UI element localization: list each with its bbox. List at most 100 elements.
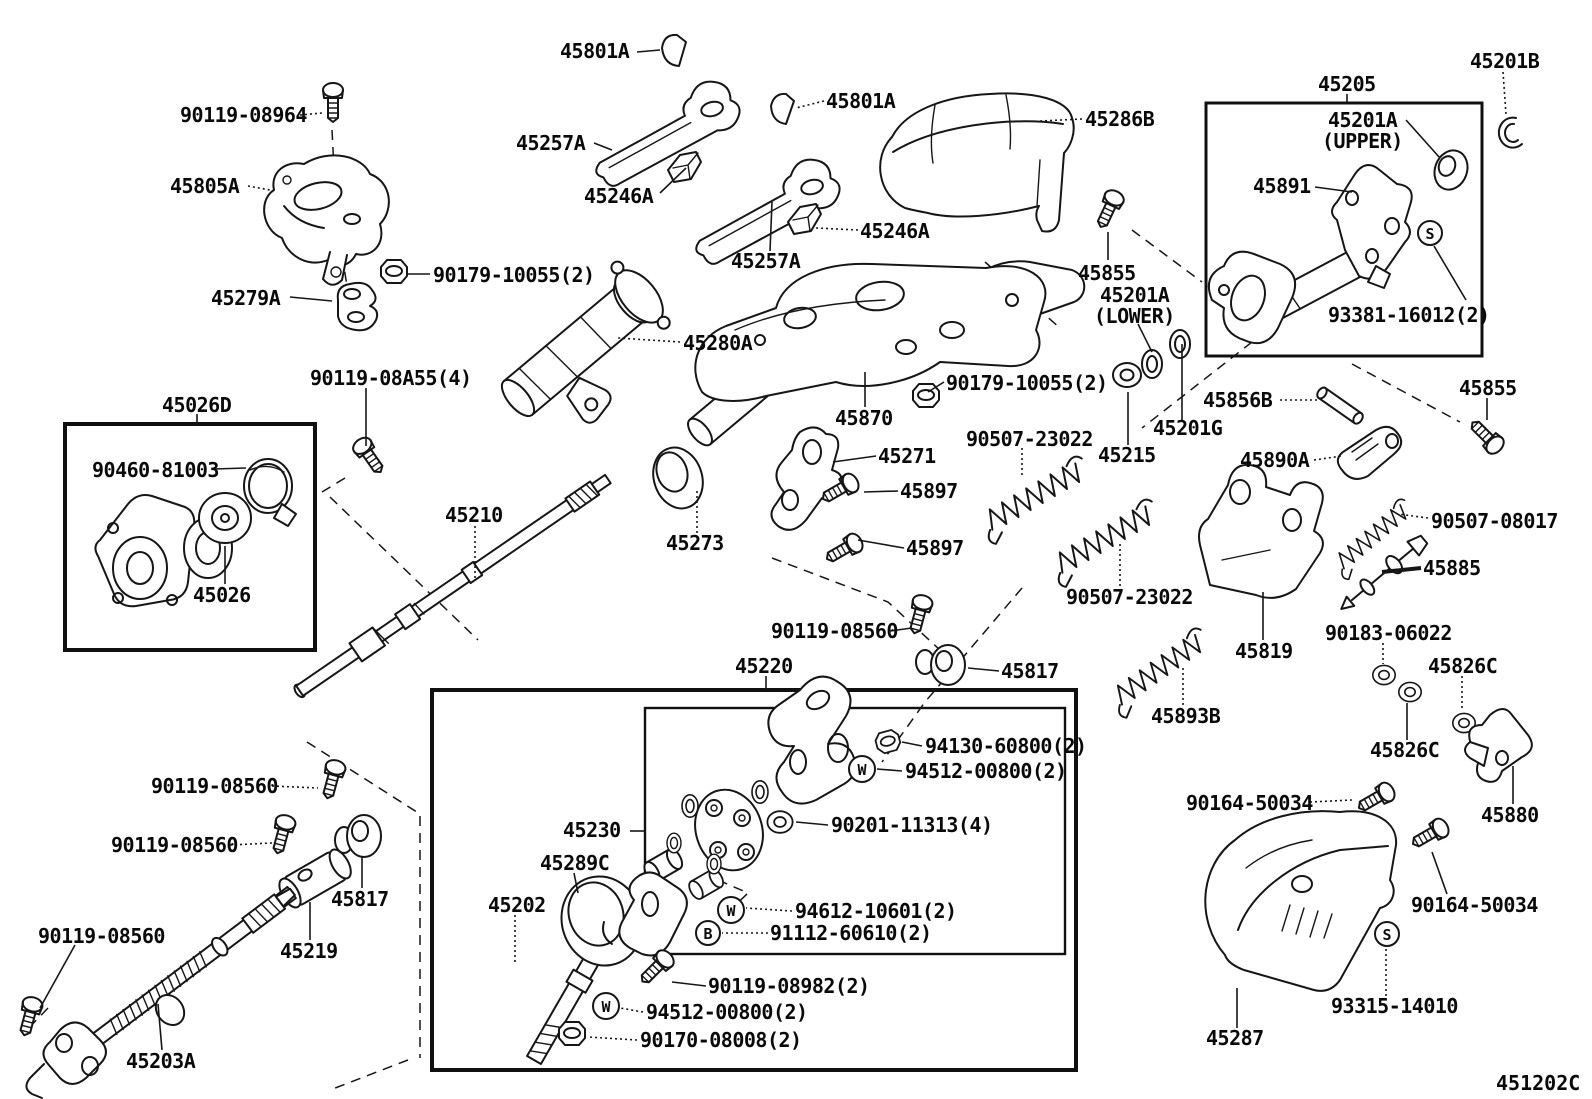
part-label-45201a-upper: 45201A [1328,108,1398,132]
part-label-45201a-lower-note: (LOWER) [1094,304,1175,328]
part-label-45289c: 45289C [540,851,609,875]
bolt-90164-50034-2-drawing [1406,814,1453,854]
bolt-45855-2-drawing [1464,414,1509,459]
bolt-90119-08964-drawing [322,82,344,123]
cover-45286b-drawing [879,92,1075,233]
part-label-90164-50034-1: 90164-50034 [1186,791,1313,815]
part-label-90183-06022: 90183-06022 [1325,621,1452,645]
part-label-93381-16012: 93381-16012(2) [1328,303,1490,327]
part-label-94512-00800-1: 94512-00800(2) [905,759,1067,783]
spring-90507-23022-2-drawing [1043,496,1169,590]
washer-45817-1-drawing [915,644,966,686]
cover-45287-drawing [1204,810,1398,992]
box-45220 [430,688,1078,1072]
screw-symbol-s1-letter: S [1425,225,1434,243]
part-label-45880: 45880 [1481,803,1539,827]
part-label-45201g: 45201G [1153,416,1223,440]
nut-94130-60800-drawing [873,727,903,756]
part-label-45202: 45202 [488,893,546,917]
part-label-90119-08a55: 90119-08A55(4) [310,366,472,390]
washer-symbol-2-letter: W [726,902,736,920]
bolt-90119-08560-c-drawing [266,811,299,857]
lever-45890a-drawing [1336,425,1403,480]
part-label-45870: 45870 [835,406,893,430]
part-label-94612-10601: 94612-10601(2) [795,899,957,923]
nut-90170-08008-drawing [558,1021,586,1046]
part-label-90179-10055-2: 90179-10055(2) [946,371,1108,395]
e-ring-45201b-drawing [1497,116,1523,149]
ring-45201g-drawing [1169,329,1191,359]
clamp-45279a-drawing [336,281,379,332]
assembly-alignment-lines [24,129,1461,1091]
part-label-45891: 45891 [1253,174,1311,198]
box-45205 [1204,101,1484,358]
part-label-90507-23022-2: 90507-23022 [1066,585,1193,609]
part-label-45203a: 45203A [126,1049,196,1073]
clip-45801a-2-drawing [770,92,795,125]
part-label-45801a-1: 45801A [560,39,630,63]
part-label-45826c-2: 45826C [1370,738,1439,762]
part-label-45897-1: 45897 [900,479,958,503]
part-label-45210: 45210 [445,503,503,527]
part-label-45201a-lower: 45201A [1100,283,1170,307]
bolt-45897-2-drawing [820,529,867,569]
part-label-45220: 45220 [735,654,793,678]
screw-symbol-s-2: S [1374,921,1400,947]
washer-45826c-2-drawing [1398,681,1422,703]
washer-symbol-3: W [592,992,620,1020]
pin-45856b-drawing [1316,386,1364,425]
part-label-45856b: 45856B [1203,388,1273,412]
bolt-symbol-b: B [695,920,721,946]
bolt-90119-08560-a-drawing [903,591,936,637]
part-label-90119-08560-a: 90119-08560 [771,619,898,643]
spring-90507-23022-1-drawing [973,453,1099,547]
block-45246a-2-drawing [787,203,822,235]
washer-90183-06022-drawing [1372,664,1396,686]
part-label-90119-08982: 90119-08982(2) [708,974,870,998]
bracket-45819-drawing [1198,463,1324,599]
part-label-45219: 45219 [280,939,338,963]
part-label-45215: 45215 [1098,443,1156,467]
part-label-45897-2: 45897 [906,536,964,560]
washer-symbol-3-letter: W [601,998,611,1016]
bolt-90119-08a55-drawing [349,433,390,479]
shaft-45210-drawing [293,473,612,699]
part-label-45801a-2: 45801A [826,89,896,113]
part-label-45893b: 45893B [1151,704,1221,728]
part-label-45819: 45819 [1235,639,1293,663]
detail-boxes [63,101,1484,1072]
part-label-90119-08560-d: 90119-08560 [38,924,165,948]
figure-code: 451202C [1496,1071,1580,1095]
part-label-45026: 45026 [193,583,251,607]
washer-symbol-2: W [717,896,745,924]
bolt-90119-08560-d-drawing [13,993,46,1039]
part-label-45817-1: 45817 [1001,659,1059,683]
part-label-91112-60610: 91112-60610(2) [770,921,932,945]
bracket-45805a-drawing [263,154,390,286]
bolt-90119-08560-b-drawing [316,756,349,802]
part-label-93315-14010: 93315-14010 [1331,994,1458,1018]
washer-45817-2-drawing [334,814,382,858]
clip-45801a-1-drawing [661,33,687,67]
bolt-symbol-b-letter: B [703,925,712,943]
part-label-90119-08560-b: 90119-08560 [151,774,278,798]
lever-45880-drawing [1464,708,1533,783]
part-drawings: W W B W S S [13,33,1533,1099]
washer-symbol-1: W [848,755,876,783]
part-label-45201b: 45201B [1470,49,1540,73]
clamp-45271-drawing [770,426,843,531]
bushing-45273-drawing [652,446,704,510]
part-label-94512-00800-2: 94512-00800(2) [646,1000,808,1024]
part-label-94130-60800: 94130-60800(2) [925,734,1087,758]
part-label-45855-2: 45855 [1459,376,1517,400]
nut-90179-10055-1-drawing [380,259,408,284]
part-label-90460-81003: 90460-81003 [92,458,219,482]
leader-lines [39,49,1514,1051]
ujoint-45230-group-drawing [640,675,903,903]
part-label-90119-08964: 90119-08964 [180,103,307,127]
part-label-45805a: 45805A [170,174,240,198]
part-label-90170-08008: 90170-08008(2) [640,1028,802,1052]
part-label-45885: 45885 [1423,556,1481,580]
part-label-45279a: 45279A [211,286,281,310]
